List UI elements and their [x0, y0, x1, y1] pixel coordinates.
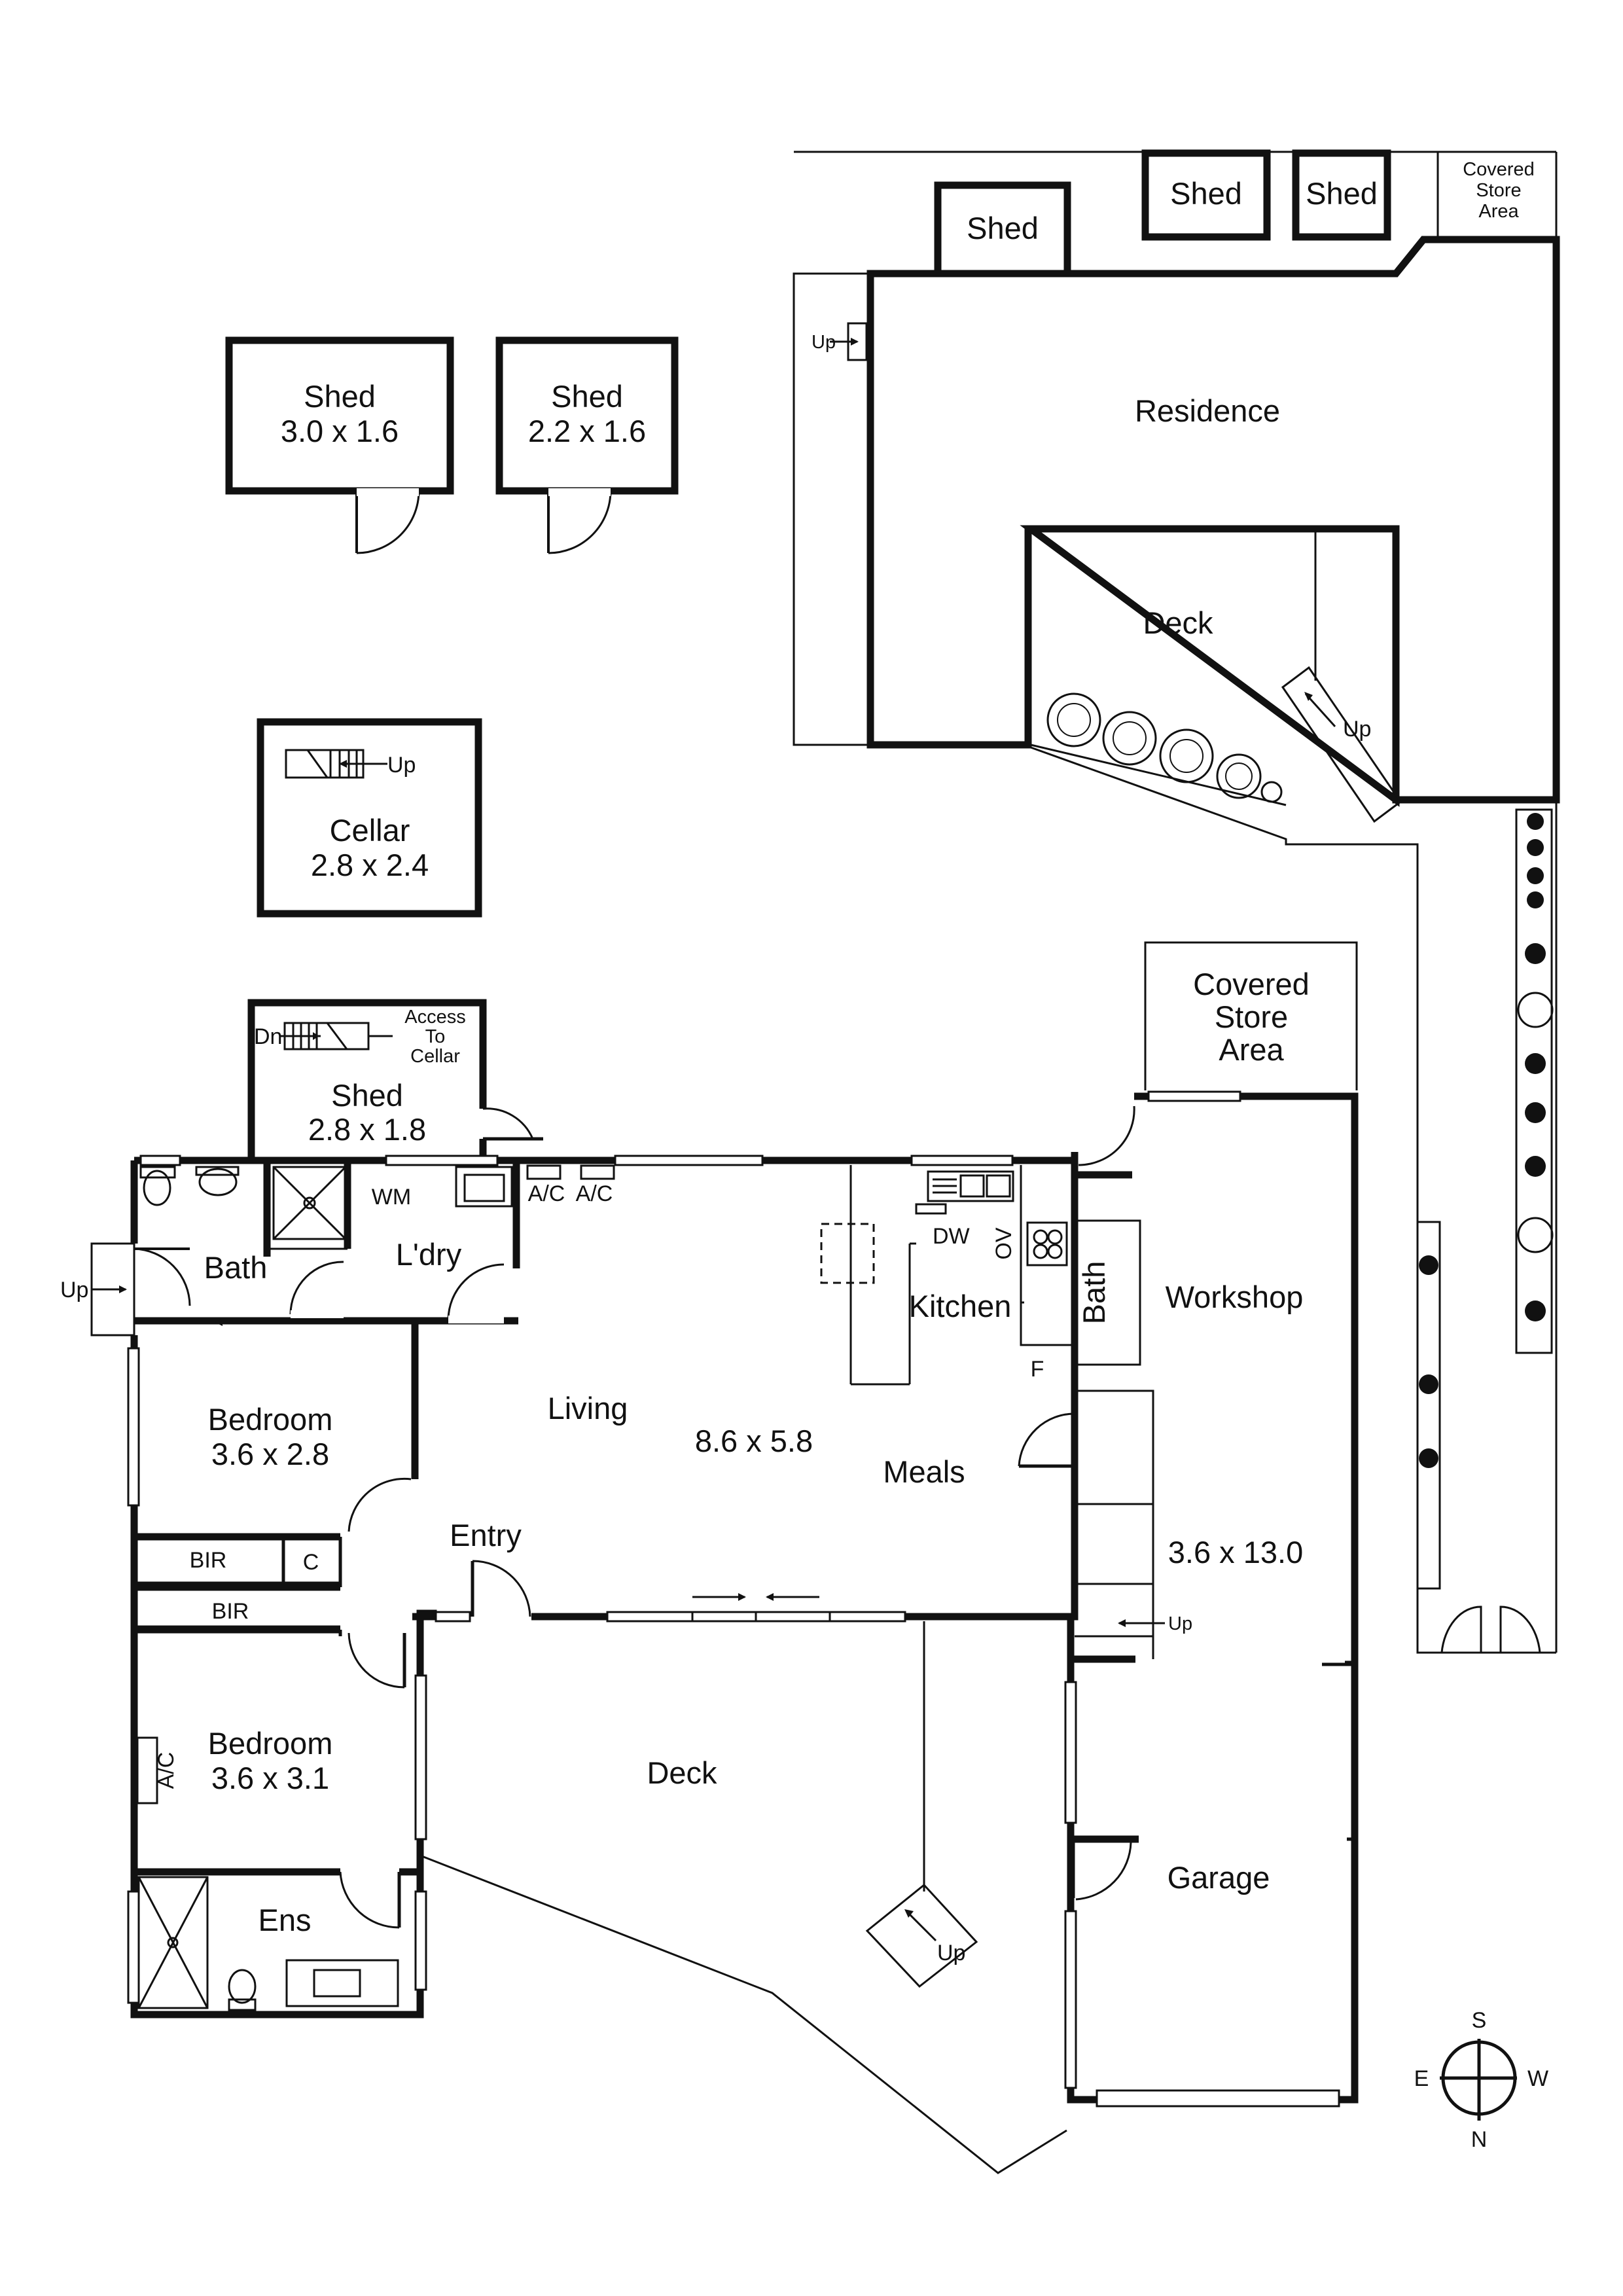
compass-east: E: [1414, 2066, 1429, 2091]
shed-res2-name: Shed: [1170, 176, 1242, 211]
ac-label-2: A/C: [576, 1181, 613, 1206]
access-line2: To: [425, 1026, 446, 1047]
compass-south: S: [1472, 2008, 1487, 2033]
shed3-dn-label: Dn: [254, 1024, 282, 1049]
bir1-label: BIR: [190, 1548, 227, 1573]
covered-store-line3: Area: [1219, 1032, 1284, 1067]
bedroom2-name: Bedroom: [208, 1726, 333, 1761]
covered-store-small-line1: Covered: [1463, 159, 1535, 180]
bir2-label: BIR: [212, 1599, 249, 1624]
stair-icon: [280, 1022, 393, 1050]
bedroom2-size: 3.6 x 3.1: [211, 1761, 329, 1795]
compass-west: W: [1527, 2066, 1548, 2091]
cellar-name: Cellar: [330, 813, 410, 848]
fridge-label: F: [1031, 1357, 1044, 1382]
shed-res1-name: Shed: [967, 211, 1039, 245]
ac-label-1: A/C: [528, 1181, 565, 1206]
garden-plant-icon: [1517, 813, 1554, 1321]
compass-north: N: [1471, 2127, 1488, 2152]
ensuite-name: Ens: [259, 1903, 312, 1937]
kitchen-name: Kitchen: [909, 1289, 1012, 1323]
bedroom1-size: 3.6 x 2.8: [211, 1437, 329, 1471]
dw-label: DW: [933, 1224, 970, 1249]
main-house: Dn Access To Cellar Shed 2.8 x 1.8: [60, 999, 1359, 2174]
cellar-up-label: Up: [387, 753, 416, 778]
shed2-size: 2.2 x 1.6: [528, 414, 646, 448]
shrub-icon: [1046, 692, 1283, 803]
workshop-size: 3.6 x 13.0: [1168, 1535, 1303, 1570]
laundry-name: L'dry: [396, 1237, 462, 1272]
ac-label-3: A/C: [154, 1752, 179, 1789]
bath-name: Bath: [204, 1250, 268, 1285]
shed-2-2x1-6: Shed 2.2 x 1.6: [495, 336, 679, 554]
shed1-size: 3.0 x 1.6: [281, 414, 399, 448]
access-line3: Cellar: [410, 1046, 460, 1067]
deck-up-label: Up: [937, 1941, 965, 1965]
wm-label: WM: [372, 1185, 411, 1210]
residence-name: Residence: [1135, 393, 1280, 428]
living-name: Living: [548, 1391, 628, 1426]
shed3-size: 2.8 x 1.8: [308, 1112, 426, 1147]
shed2-name: Shed: [551, 379, 623, 414]
shed3-name: Shed: [331, 1078, 403, 1113]
covered-store-line2: Store: [1215, 999, 1288, 1034]
shed-res3-name: Shed: [1306, 176, 1378, 211]
deck-name: Deck: [647, 1755, 717, 1790]
residence-up-label: Up: [812, 332, 836, 353]
garden-plant-icon: [1419, 1255, 1438, 1468]
covered-store-line1: Covered: [1193, 967, 1310, 1001]
bedroom1-name: Bedroom: [208, 1402, 333, 1437]
cellar: Up Cellar 2.8 x 2.4: [257, 718, 482, 918]
covered-store-small-line2: Store: [1476, 180, 1521, 201]
workshop-up-label: Up: [1168, 1613, 1192, 1634]
shed1-name: Shed: [304, 379, 376, 414]
covered-store-small-line3: Area: [1478, 201, 1519, 222]
covered-store-area: Covered Store Area: [1144, 941, 1358, 1090]
living-size: 8.6 x 5.8: [695, 1424, 813, 1458]
meals-name: Meals: [883, 1454, 965, 1489]
residence-block: Residence Up Shed Shed Shed Covered Stor…: [793, 149, 1560, 1654]
ov-label: OV: [991, 1227, 1016, 1259]
shed-3-0x1-6: Shed 3.0 x 1.6: [225, 336, 454, 554]
cupboard-label: C: [303, 1550, 319, 1575]
stair-icon: [285, 749, 387, 779]
compass-icon: S N E W: [1414, 2008, 1548, 2152]
garage-name: Garage: [1168, 1860, 1270, 1895]
workshop-name: Workshop: [1166, 1280, 1304, 1314]
bath-up-label: Up: [60, 1278, 88, 1302]
res-deck-name: Deck: [1143, 605, 1213, 640]
res-deck-up-label: Up: [1343, 717, 1371, 742]
workshop-bath-label: Bath: [1077, 1261, 1111, 1325]
cellar-size: 2.8 x 2.4: [311, 848, 429, 882]
access-line1: Access: [404, 1007, 465, 1028]
entry-name: Entry: [450, 1518, 522, 1552]
